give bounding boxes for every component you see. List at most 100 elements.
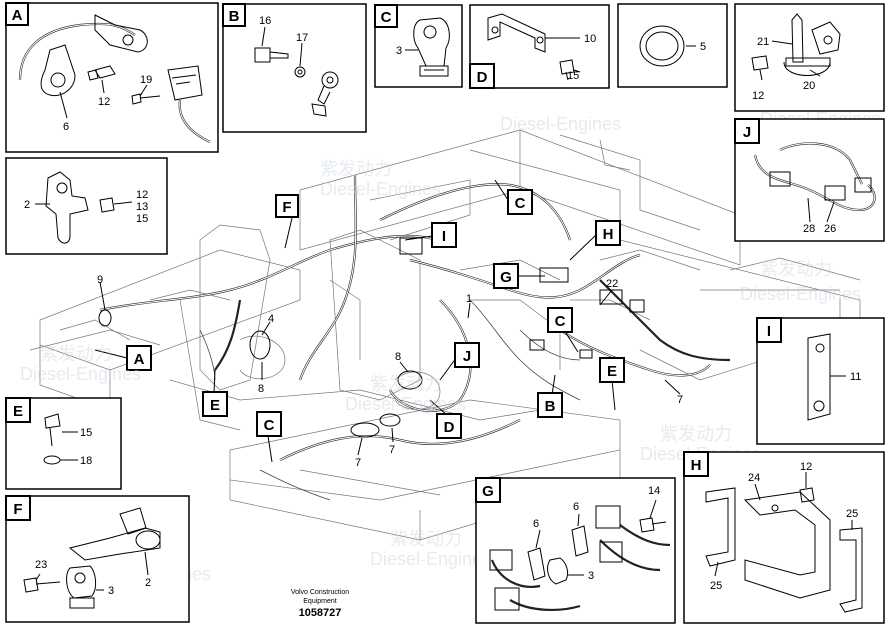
svg-text:F: F xyxy=(282,199,291,216)
part-number: 1058727 xyxy=(299,607,342,619)
svg-text:H: H xyxy=(691,457,702,474)
svg-text:3: 3 xyxy=(396,45,402,57)
panel-clamp-2: 2 12 13 15 xyxy=(5,157,168,255)
svg-text:D: D xyxy=(444,419,455,436)
panel-E: E 15 18 xyxy=(5,397,122,490)
svg-text:A: A xyxy=(12,7,23,24)
svg-text:8: 8 xyxy=(258,383,264,395)
svg-text:G: G xyxy=(500,269,512,286)
svg-text:11: 11 xyxy=(850,371,861,383)
main-callout-C-right: C xyxy=(547,307,573,333)
svg-text:C: C xyxy=(381,9,392,26)
wiring-harness xyxy=(98,174,731,501)
svg-text:C: C xyxy=(515,195,526,212)
svg-text:9: 9 xyxy=(97,274,103,286)
svg-text:17: 17 xyxy=(296,32,308,44)
svg-text:8: 8 xyxy=(395,351,401,363)
svg-text:Equipment: Equipment xyxy=(303,598,337,605)
svg-text:I: I xyxy=(442,228,446,245)
main-callout-C-bottom: C xyxy=(256,411,282,437)
svg-text:12: 12 xyxy=(98,96,110,108)
panel-H: H 12 24 25 25 xyxy=(683,451,885,624)
svg-text:12: 12 xyxy=(752,90,764,102)
svg-text:紫发动力: 紫发动力 xyxy=(760,259,832,279)
caption: Volvo Construction Equipment 1058727 xyxy=(291,589,349,619)
main-callout-G: G xyxy=(493,263,519,289)
svg-text:24: 24 xyxy=(748,472,760,484)
svg-text:紫发动力: 紫发动力 xyxy=(390,529,462,549)
svg-text:Volvo Construction: Volvo Construction xyxy=(291,589,349,596)
svg-text:E: E xyxy=(13,403,23,420)
main-callout-J: J xyxy=(454,342,480,368)
svg-text:紫发动力: 紫发动力 xyxy=(40,344,112,364)
main-callout-H: H xyxy=(595,220,621,246)
svg-text:7: 7 xyxy=(389,444,395,456)
svg-text:10: 10 xyxy=(584,33,596,45)
main-callout-F: F xyxy=(275,194,299,218)
panel-G: G 14 6 6 3 xyxy=(475,477,676,624)
svg-text:紫发动力: 紫发动力 xyxy=(660,424,732,444)
svg-text:7: 7 xyxy=(677,394,683,406)
svg-text:2: 2 xyxy=(24,199,30,211)
svg-text:28: 28 xyxy=(803,223,815,235)
panel-I: I 11 xyxy=(756,317,885,445)
svg-text:26: 26 xyxy=(824,223,836,235)
svg-text:J: J xyxy=(463,348,471,365)
svg-text:12: 12 xyxy=(800,461,812,473)
svg-text:B: B xyxy=(545,398,556,415)
svg-text:22: 22 xyxy=(606,278,618,290)
svg-text:G: G xyxy=(482,483,494,500)
svg-text:16: 16 xyxy=(259,15,271,27)
svg-text:18: 18 xyxy=(80,455,92,467)
main-callout-B: B xyxy=(537,392,563,418)
svg-text:23: 23 xyxy=(35,559,47,571)
svg-text:E: E xyxy=(607,363,617,380)
svg-text:Diesel-Engines: Diesel-Engines xyxy=(20,364,141,384)
svg-text:25: 25 xyxy=(846,508,858,520)
svg-text:C: C xyxy=(264,417,275,434)
svg-text:19: 19 xyxy=(140,74,152,86)
svg-text:E: E xyxy=(210,397,220,414)
svg-text:7: 7 xyxy=(355,457,361,469)
svg-text:12: 12 xyxy=(136,189,148,201)
main-callout-C-top: C xyxy=(507,189,533,215)
main-callout-D: D xyxy=(436,413,462,439)
panel-clip-20-21: 21 12 20 xyxy=(734,3,885,112)
main-callout-I: I xyxy=(431,222,457,248)
panel-D: D 10 15 xyxy=(469,4,610,89)
svg-text:D: D xyxy=(477,69,488,86)
panel-C: C 3 xyxy=(374,4,463,88)
svg-text:15: 15 xyxy=(567,70,579,82)
svg-text:Diesel-Engines: Diesel-Engines xyxy=(345,394,466,414)
panel-B: B 16 17 xyxy=(222,3,367,133)
svg-text:紫发动力: 紫发动力 xyxy=(320,159,392,179)
svg-text:B: B xyxy=(229,8,240,25)
svg-text:A: A xyxy=(134,351,145,368)
main-leaders xyxy=(94,179,681,463)
svg-text:21: 21 xyxy=(757,36,769,48)
svg-text:6: 6 xyxy=(573,501,579,513)
svg-text:紫发动力: 紫发动力 xyxy=(370,374,442,394)
svg-text:13: 13 xyxy=(136,201,148,213)
svg-text:5: 5 xyxy=(700,41,706,53)
main-callout-E-left: E xyxy=(202,391,228,417)
svg-text:Diesel-Engines: Diesel-Engines xyxy=(370,549,491,569)
svg-text:4: 4 xyxy=(268,313,274,325)
svg-text:3: 3 xyxy=(108,585,114,597)
svg-text:I: I xyxy=(767,323,771,340)
svg-text:2: 2 xyxy=(145,577,151,589)
svg-text:20: 20 xyxy=(803,80,815,92)
panel-F: F 23 3 2 xyxy=(5,495,190,623)
svg-text:6: 6 xyxy=(63,121,69,133)
svg-text:H: H xyxy=(603,226,614,243)
svg-text:Diesel-Engines: Diesel-Engines xyxy=(320,179,441,199)
svg-text:C: C xyxy=(555,313,566,330)
main-callout-A: A xyxy=(126,345,152,371)
svg-text:J: J xyxy=(743,124,751,141)
svg-text:F: F xyxy=(13,501,22,518)
panel-cap-5: 5 xyxy=(617,3,728,88)
svg-text:Diesel-Engines: Diesel-Engines xyxy=(500,114,621,134)
svg-text:6: 6 xyxy=(533,518,539,530)
svg-text:Diesel-Engines: Diesel-Engines xyxy=(740,284,861,304)
